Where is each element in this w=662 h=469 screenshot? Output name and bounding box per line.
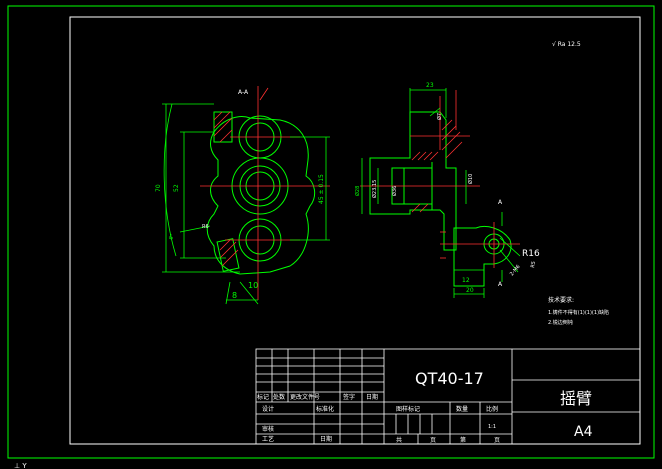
tb-bottom-3: 页 bbox=[494, 437, 500, 444]
front-dim-bottom-b: 10 bbox=[248, 281, 258, 290]
tb-header-0: 标记 bbox=[257, 393, 269, 401]
side-hatch bbox=[411, 119, 463, 213]
tech-req-line1: 1.铸件不得有(1)(1)(1)缺陷 bbox=[548, 309, 609, 316]
front-bottom-boss bbox=[216, 238, 240, 272]
tb-review-label: 审核 bbox=[262, 425, 274, 433]
detail-label-top: A bbox=[498, 199, 503, 206]
detail-dim-m6: 2-M6 bbox=[509, 264, 522, 277]
detail-dim-20: 20 bbox=[466, 287, 474, 294]
tb-design-label: 设计 bbox=[262, 405, 274, 413]
side-dim-phi7: Ø7 bbox=[436, 113, 443, 120]
detail-dim-lines bbox=[453, 212, 521, 298]
tech-requirements: 技术要求: 1.铸件不得有(1)(1)(1)缺陷 2.锐边倒钝 bbox=[548, 296, 609, 326]
detail-view: A A R16 12 20 2-M6 R5 bbox=[440, 199, 540, 298]
tb-review-date: 日期 bbox=[320, 435, 332, 443]
side-dim-phi28: Ø28 bbox=[354, 186, 361, 196]
side-view: 23 Ø7 Ø28 Ø23.15 Ø36 Ø10 bbox=[354, 82, 480, 251]
front-dim-radius: R6 bbox=[202, 224, 209, 230]
front-left-boss-hatch bbox=[213, 111, 233, 143]
outer-frame bbox=[7, 5, 655, 459]
detail-dim-r5: R5 bbox=[530, 261, 537, 269]
detail-dim-12: 12 bbox=[462, 277, 470, 284]
tb-design-std: 标准化 bbox=[316, 405, 334, 413]
tb-bottom-1: 页 bbox=[430, 437, 436, 444]
tb-right-header-1: 数量 bbox=[456, 405, 468, 413]
front-dim-lines bbox=[162, 103, 330, 305]
tech-req-title: 技术要求: bbox=[548, 296, 574, 304]
front-bottom-boss-hatch bbox=[219, 239, 239, 267]
front-outer-contour bbox=[206, 116, 316, 275]
tb-material: QT40-17 bbox=[415, 369, 484, 388]
front-dim-center-dist: 45 ± 0.15 bbox=[318, 174, 325, 204]
front-view: A-A 70 52 45 ± 0.15 8° R6 8 10 bbox=[155, 86, 330, 305]
title-block bbox=[255, 348, 641, 445]
side-body-contour bbox=[369, 111, 457, 251]
side-dim-phi23: Ø23.15 bbox=[371, 180, 378, 198]
tb-right-header-2: 比例 bbox=[486, 405, 498, 413]
tb-header-4: 日期 bbox=[366, 393, 378, 401]
tb-part-name: 摇臂 bbox=[560, 389, 592, 408]
front-dim-bottom-a: 8 bbox=[232, 291, 237, 300]
tb-scale-value: 1:1 bbox=[488, 424, 496, 430]
front-left-boss bbox=[213, 111, 233, 143]
tb-sheet-size: A4 bbox=[574, 424, 593, 440]
detail-dim-r16: R16 bbox=[522, 249, 540, 259]
tb-right-header-0: 图样标记 bbox=[396, 405, 420, 413]
front-dim-angle: 8° bbox=[168, 233, 176, 241]
tb-header-2: 更改文件号 bbox=[290, 393, 320, 401]
tb-header-3: 签字 bbox=[343, 393, 355, 401]
side-dim-lines bbox=[361, 88, 467, 214]
roughness-note: √ Ra 12.5 bbox=[552, 41, 581, 48]
front-dim-height-outer: 70 bbox=[155, 184, 162, 192]
tb-bottom-2: 第 bbox=[460, 436, 466, 444]
tb-process-label: 工艺 bbox=[262, 435, 274, 443]
side-dim-top-width: 23 bbox=[426, 82, 434, 89]
side-dim-phi10: Ø10 bbox=[467, 174, 474, 184]
front-centerlines bbox=[200, 86, 330, 300]
tech-req-line2: 2.锐边倒钝 bbox=[548, 319, 573, 326]
front-dim-height-inner: 52 bbox=[173, 184, 180, 192]
side-centerlines bbox=[360, 90, 480, 187]
title-block-texts: 标记 处数 更改文件号 签字 日期 设计 标准化 审核 日期 工艺 QT40-1… bbox=[257, 369, 593, 444]
front-section-label: A-A bbox=[238, 89, 249, 96]
tb-bottom-0: 共 bbox=[396, 436, 402, 444]
tb-header-1: 处数 bbox=[273, 393, 285, 401]
side-dim-phi36: Ø36 bbox=[391, 186, 398, 196]
detail-label-bottom: A bbox=[498, 281, 503, 288]
corner-label: ⊥ Y bbox=[14, 462, 27, 469]
